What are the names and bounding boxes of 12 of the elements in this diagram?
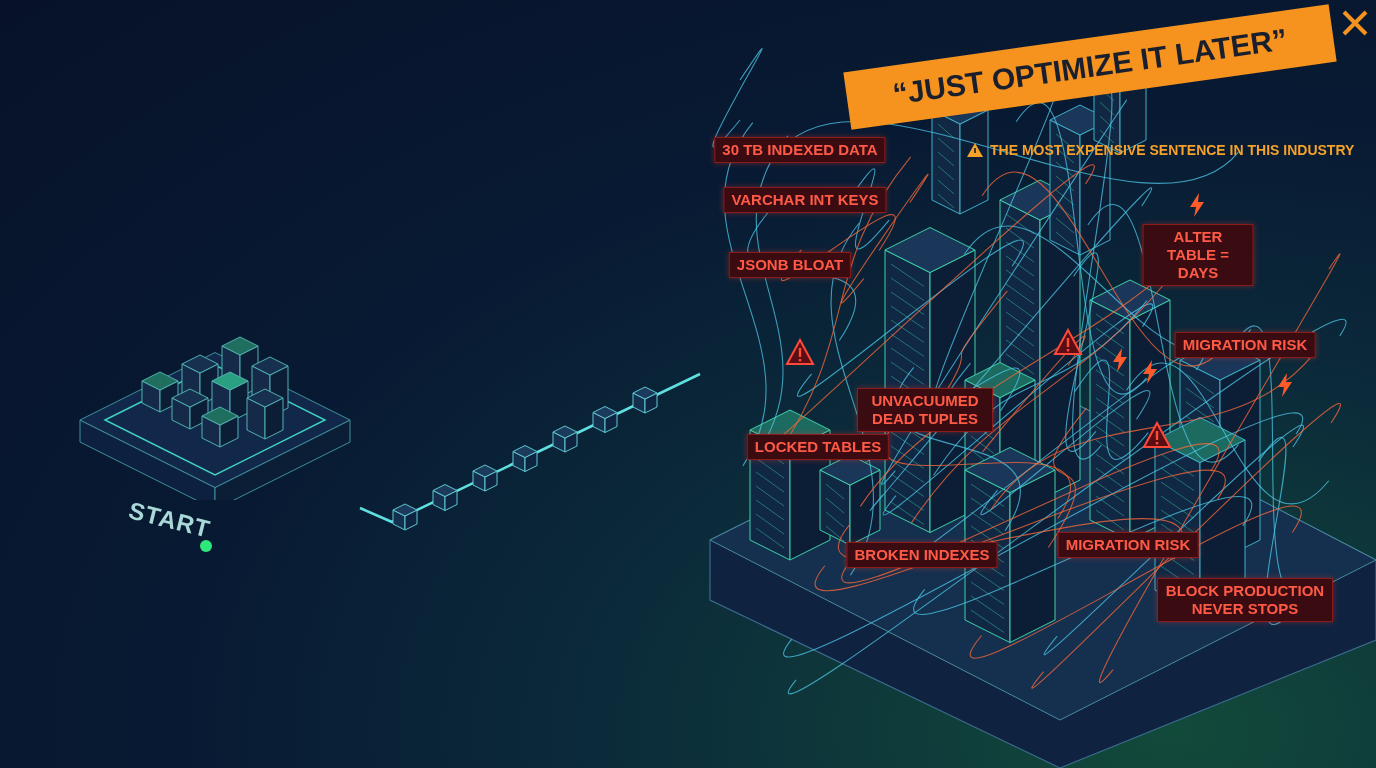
warning-tag: VARCHAR INT KEYS (723, 187, 887, 213)
start-label: START (125, 496, 214, 544)
warning-tag: BLOCK PRODUCTION NEVER STOPS (1157, 578, 1333, 622)
warning-tag: BROKEN INDEXES (846, 542, 998, 568)
caption: THE MOST EXPENSIVE SENTENCE IN THIS INDUSTRY (990, 142, 1355, 158)
warning-tag: MIGRATION RISK (1174, 332, 1316, 358)
warning-tag: UNVACUUMED DEAD TUPLES (857, 388, 993, 432)
warning-tag: LOCKED TABLES (746, 434, 890, 460)
warning-tag: 30 TB INDEXED DATA (714, 137, 886, 163)
warning-tag: ALTER TABLE = DAYS (1142, 224, 1254, 286)
warning-tag: MIGRATION RISK (1057, 532, 1199, 558)
warning-tag: JSONB BLOAT (728, 252, 852, 278)
